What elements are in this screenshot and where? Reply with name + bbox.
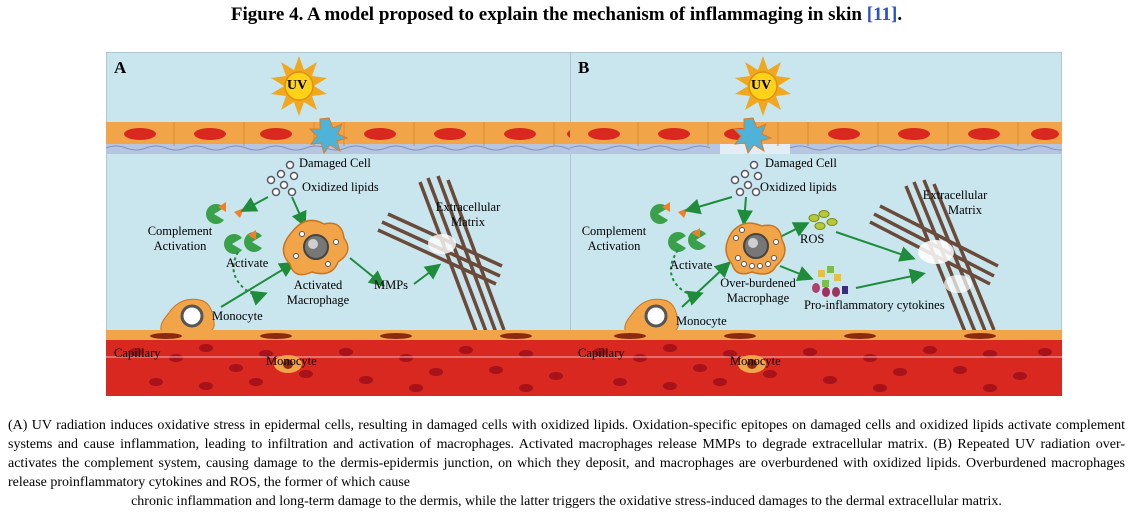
- extracellular-matrix: [869, 179, 999, 345]
- caption-last-line: chronic inflammation and long-term damag…: [131, 494, 1002, 509]
- panel-a-letter: A: [114, 58, 127, 77]
- panel-b-ros-label: ROS: [800, 232, 825, 246]
- panel-a: A UV Damaged Cell Oxidized lipids Comple…: [106, 52, 598, 396]
- panel-b-oxidized-lipids-label: Oxidized lipids: [760, 180, 837, 194]
- panel-b-letter: B: [578, 58, 590, 77]
- panel-b-extracellular-matrix-label: Extracellular Matrix: [910, 188, 1000, 218]
- panel-b-capillary-label: Capillary: [578, 346, 625, 360]
- capillary-vessel: [106, 330, 598, 396]
- figure-reference-link[interactable]: [11]: [866, 4, 898, 25]
- sun-icon: [735, 56, 791, 116]
- panel-b-activate-label: Activate: [670, 258, 713, 272]
- oxidized-lipid-dots: [730, 160, 763, 197]
- monocyte-cell: [160, 298, 215, 335]
- activated-macrophage: [282, 219, 349, 276]
- figure-title-text: Figure 4. A model proposed to explain th…: [230, 4, 862, 25]
- complement-proteins: [206, 202, 262, 254]
- panel-a-monocyte-label: Monocyte: [212, 309, 263, 323]
- overburdened-macrophage: [725, 222, 786, 275]
- extracellular-text: Extracellular: [435, 200, 501, 214]
- panel-a-oxidized-lipids-label: Oxidized lipids: [302, 180, 379, 194]
- caption-body: (A) UV radiation induces oxidative stres…: [8, 418, 1125, 490]
- figure-title-period: .: [897, 4, 903, 25]
- extracellular-text: Extracellular: [922, 188, 988, 202]
- figure-caption: (A) UV radiation induces oxidative stres…: [8, 416, 1125, 511]
- panel-a-capillary-label: Capillary: [114, 346, 161, 360]
- panel-b-uv-label: UV: [751, 78, 772, 93]
- panel-b: B UV Damaged Cell Oxidized lipids Comple…: [570, 52, 1062, 396]
- panel-a-uv-label: UV: [287, 78, 308, 93]
- panel-a-complement-activation-label: Complement Activation: [140, 224, 220, 254]
- panel-b-complement-activation-label: Complement Activation: [574, 224, 654, 254]
- panel-a-vessel-monocyte-label: Monocyte: [266, 354, 317, 368]
- matrix-text: Matrix: [450, 215, 486, 229]
- panel-b-monocyte-label: Monocyte: [676, 314, 727, 328]
- figure-title: Figure 4. A model proposed to explain th…: [0, 4, 1133, 26]
- panel-b-diagram: [570, 52, 1062, 396]
- activation-text: Activation: [587, 239, 641, 253]
- panel-a-damaged-cell-label: Damaged Cell: [299, 156, 371, 170]
- activation-text: Activation: [153, 239, 207, 253]
- ros-particles: [808, 210, 838, 230]
- panel-b-vessel-monocyte-label: Monocyte: [730, 354, 781, 368]
- macrophage-text: Macrophage: [726, 291, 790, 305]
- complement-text: Complement: [581, 224, 647, 238]
- panel-a-activated-macrophage-label: Activated Macrophage: [282, 278, 354, 308]
- panel-b-damaged-cell-label: Damaged Cell: [765, 156, 837, 170]
- capillary-vessel: [570, 330, 1062, 396]
- cytokine-particles: [812, 266, 848, 297]
- panel-a-diagram: [106, 52, 598, 396]
- epidermis-layer: [106, 117, 598, 155]
- monocyte-cell: [624, 298, 679, 335]
- activated-text: Activated: [293, 278, 343, 292]
- panel-a-activate-label: Activate: [226, 256, 269, 270]
- epidermis-layer: [570, 117, 1062, 155]
- complement-text: Complement: [147, 224, 213, 238]
- macrophage-text: Macrophage: [286, 293, 350, 307]
- panel-a-extracellular-matrix-label: Extracellular Matrix: [428, 200, 508, 230]
- panel-b-pro-inflammatory-label: Pro-inflammatory cytokines: [804, 298, 945, 312]
- panel-a-mmps-label: MMPs: [374, 278, 409, 292]
- complement-proteins: [650, 202, 706, 252]
- matrix-text: Matrix: [947, 203, 983, 217]
- over-burdened-text: Over-burdened: [720, 276, 796, 290]
- oxidized-lipid-dots: [266, 160, 299, 197]
- panel-b-overburdened-macrophage-label: Over-burdened Macrophage: [710, 276, 806, 306]
- sun-icon: [271, 56, 327, 116]
